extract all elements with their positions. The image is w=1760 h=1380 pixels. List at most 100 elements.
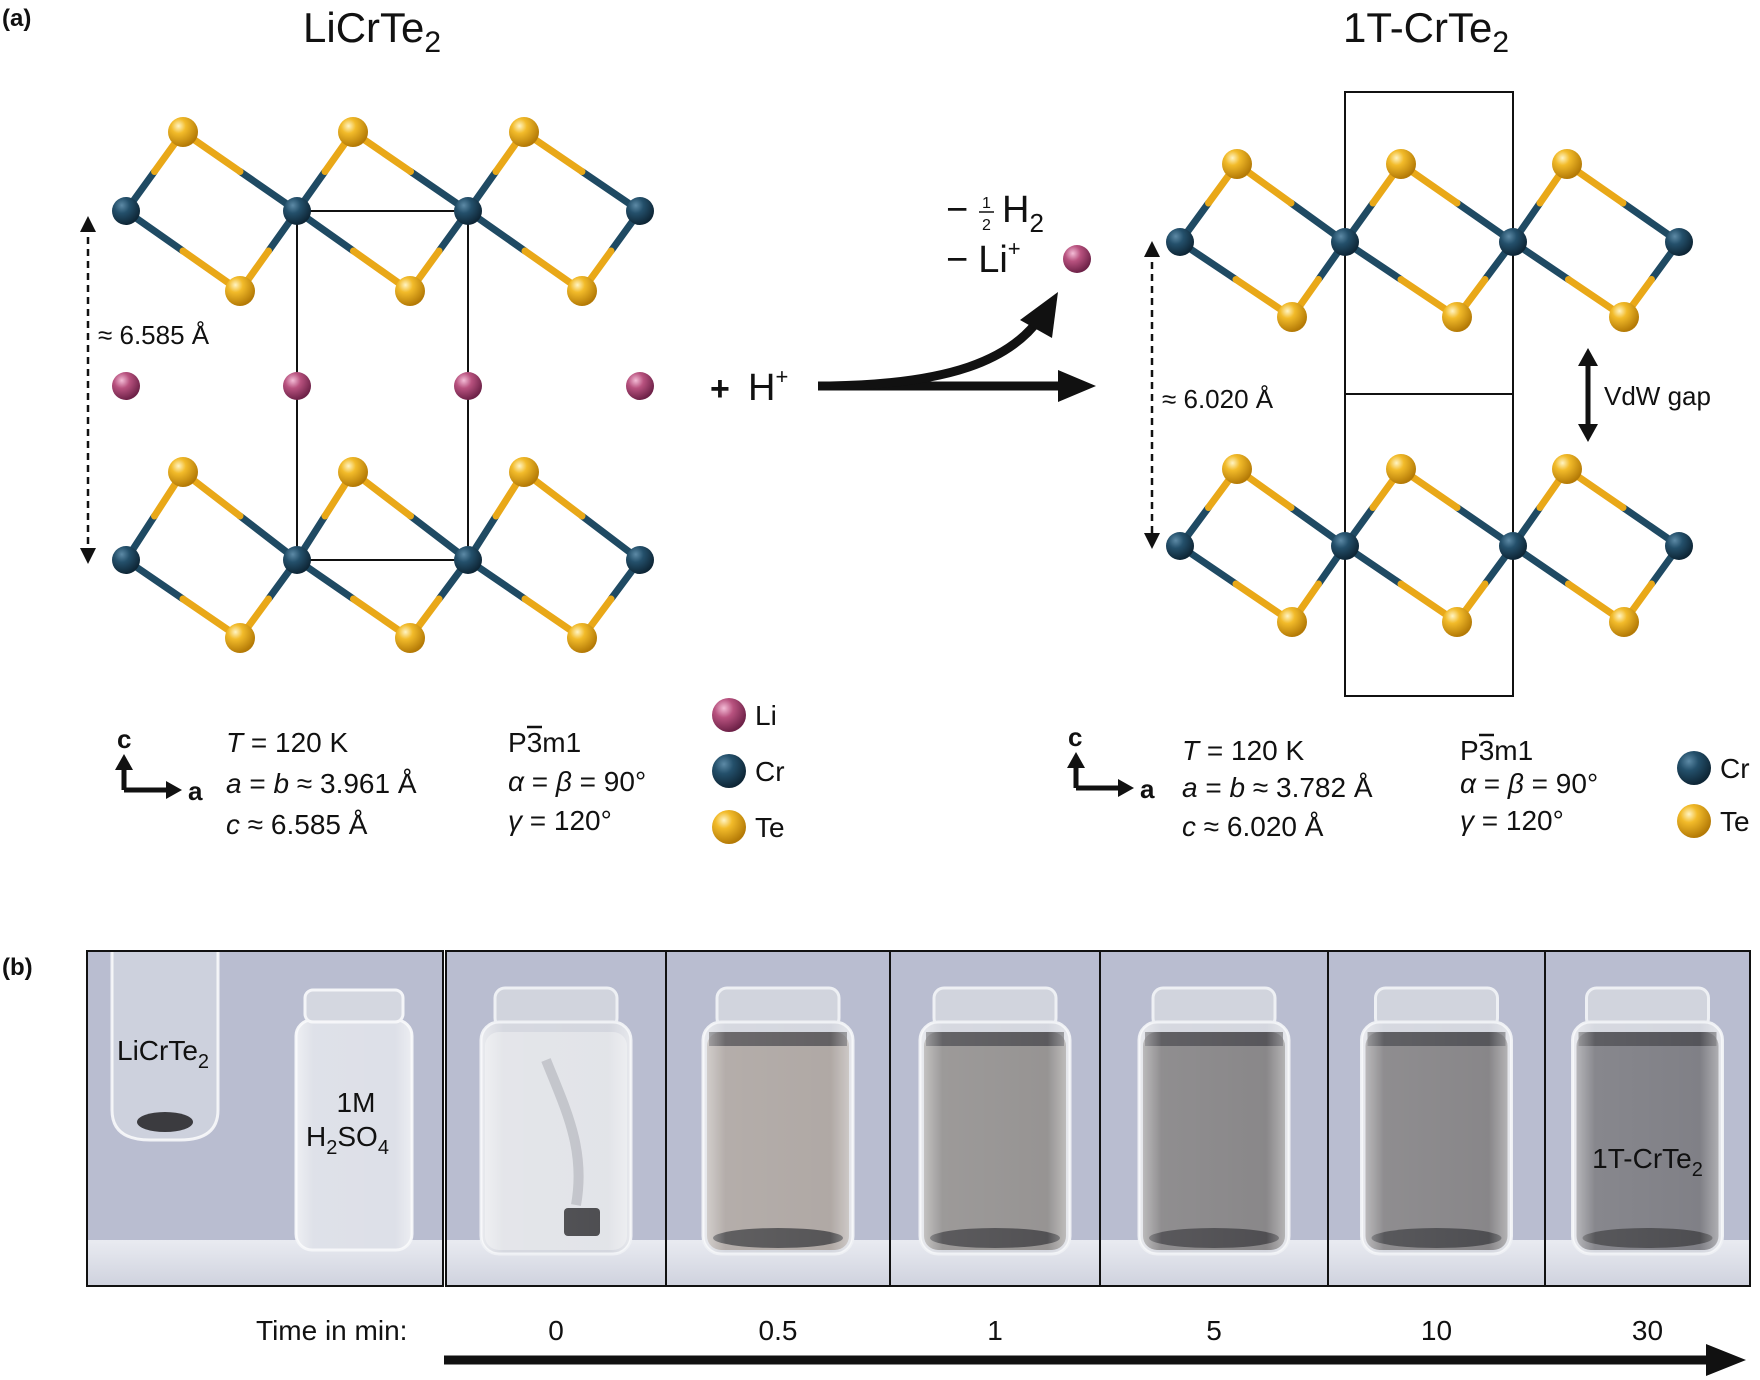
right-structure-title: 1T-CrTe2 — [1343, 4, 1509, 59]
svg-text:α = β = 90°: α = β = 90° — [508, 766, 646, 797]
left-li-atom — [112, 372, 140, 400]
photo-vial-t5 — [1099, 950, 1329, 1287]
right-lower-cr-atom — [1499, 532, 1527, 560]
svg-text:H2: H2 — [1002, 189, 1044, 238]
left-lattice-params: T = 120 K a = b ≈ 3.961 Å c ≈ 6.585 Å — [226, 727, 417, 840]
left-upper-cr-atom — [283, 197, 311, 225]
right-arrow-head-bottom — [1144, 533, 1160, 549]
right-lower-te-atom — [1442, 607, 1472, 637]
reaction-plus: + — [710, 370, 730, 408]
right-spacing-label: ≈ 6.020 Å — [1162, 384, 1274, 414]
photo-vial-t1 — [889, 950, 1101, 1287]
svg-text:1: 1 — [982, 195, 991, 212]
left-li-atom — [626, 372, 654, 400]
left-lower-te-atom — [567, 623, 597, 653]
left-axis-a: a — [188, 776, 203, 806]
photo-vial-t0 — [445, 950, 667, 1287]
legend-te-label: Te — [1720, 806, 1750, 837]
svg-text:2: 2 — [982, 217, 991, 234]
svg-text:c ≈ 6.020 Å: c ≈ 6.020 Å — [1182, 811, 1324, 842]
left-upper-cr-atom — [626, 197, 654, 225]
right-upper-cr-atom — [1665, 228, 1693, 256]
time-axis-label: Time in min: — [256, 1315, 407, 1346]
crte2-crystal-structure — [1166, 91, 1693, 697]
left-lower-te-atom — [168, 457, 198, 487]
left-legend: LiCrTe — [712, 698, 785, 844]
licrte2-crystal-structure — [112, 117, 654, 653]
legend-cr-swatch — [1677, 751, 1711, 785]
left-axis-triad: c a — [115, 724, 203, 806]
right-lower-te-atom — [1609, 607, 1639, 637]
right-upper-te-atom — [1609, 302, 1639, 332]
reaction-curved-arrow-head — [1020, 292, 1058, 338]
legend-te-swatch — [712, 810, 746, 844]
time-tick-10: 10 — [1421, 1315, 1452, 1346]
left-upper-te-atom — [567, 276, 597, 306]
svg-text:−Li+: −Li+ — [946, 236, 1021, 281]
left-upper-cr-atom — [454, 197, 482, 225]
left-space-group: P3m1 α = β = 90° γ = 120° — [508, 725, 646, 836]
left-lower-te-atom — [395, 623, 425, 653]
left-lower-cr-atom — [626, 546, 654, 574]
time-tick-0.5: 0.5 — [759, 1315, 798, 1346]
left-lower-te-atom — [338, 457, 368, 487]
reaction-reactant: H+ — [748, 364, 788, 409]
left-structure-title: LiCrTe2 — [303, 4, 441, 59]
left-arrow-head-bottom — [80, 548, 96, 564]
photo-vial-t30: 1T-CrTe2 — [1544, 950, 1751, 1287]
svg-text:P3m1: P3m1 — [1460, 735, 1533, 766]
right-axis-a: a — [1140, 774, 1155, 804]
left-upper-te-atom — [509, 117, 539, 147]
left-bonds — [122, 128, 644, 642]
vdw-arrow-head-top — [1578, 348, 1598, 366]
right-space-group: P3m1 α = β = 90° γ = 120° — [1460, 733, 1598, 836]
vial-label-molarity: 1M — [337, 1087, 376, 1118]
left-upper-te-atom — [225, 276, 255, 306]
svg-text:T = 120 K: T = 120 K — [226, 727, 349, 758]
right-axis-c: c — [1068, 722, 1082, 752]
vdw-gap-label: VdW gap — [1604, 381, 1711, 411]
panel-b-label: (b) — [2, 954, 33, 981]
panel-a-label: (a) — [2, 5, 31, 32]
right-lower-te-atom — [1277, 607, 1307, 637]
right-upper-cr-atom — [1166, 228, 1194, 256]
right-lattice-params: T = 120 K a = b ≈ 3.782 Å c ≈ 6.020 Å — [1182, 735, 1373, 842]
photo-vial-t10 — [1327, 950, 1546, 1287]
right-upper-te-atom — [1552, 149, 1582, 179]
right-upper-cr-atom — [1331, 228, 1359, 256]
svg-text:c ≈ 6.585 Å: c ≈ 6.585 Å — [226, 809, 368, 840]
tube-label: LiCrTe2 — [117, 1035, 209, 1073]
vial-label-acid: H2SO4 — [306, 1121, 389, 1159]
left-li-atom — [454, 372, 482, 400]
reaction-curved-arrow — [829, 315, 1044, 391]
left-upper-te-atom — [395, 276, 425, 306]
svg-text:P3m1: P3m1 — [508, 727, 581, 758]
right-atoms — [1166, 149, 1693, 637]
left-upper-cr-atom — [112, 197, 140, 225]
right-lower-cr-atom — [1665, 532, 1693, 560]
left-unit-cell — [296, 210, 469, 561]
li-ion-sphere — [1063, 245, 1091, 273]
right-unit-cell-bottom — [1344, 393, 1514, 697]
right-legend: CrTe — [1677, 751, 1750, 838]
right-upper-cr-atom — [1499, 228, 1527, 256]
svg-text:−: − — [946, 189, 968, 231]
photo-vial-t0.5 — [665, 950, 891, 1287]
right-upper-te-atom — [1277, 302, 1307, 332]
legend-cr-label: Cr — [1720, 753, 1750, 784]
legend-li-swatch — [712, 698, 746, 732]
legend-te-swatch — [1677, 804, 1711, 838]
left-upper-te-atom — [338, 117, 368, 147]
right-arrow-head-top — [1144, 241, 1160, 257]
time-tick-30: 30 — [1632, 1315, 1663, 1346]
time-tick-0: 0 — [548, 1315, 564, 1346]
legend-li-label: Li — [755, 700, 777, 731]
right-lower-te-atom — [1222, 454, 1252, 484]
left-li-atom — [283, 372, 311, 400]
svg-text:a = b ≈ 3.782 Å: a = b ≈ 3.782 Å — [1182, 772, 1373, 803]
svg-text:γ = 120°: γ = 120° — [1460, 805, 1564, 836]
left-lower-te-atom — [225, 623, 255, 653]
